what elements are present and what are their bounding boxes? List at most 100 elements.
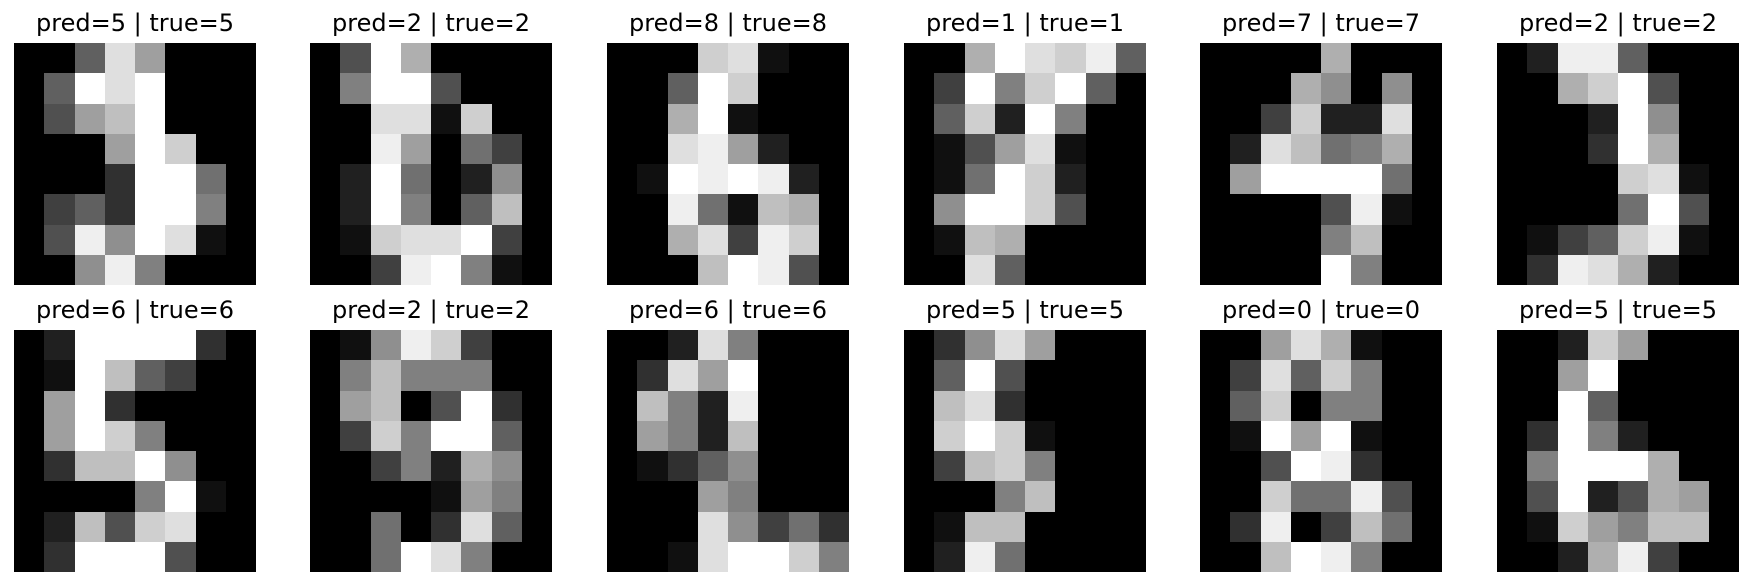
- pixel-cell: [165, 330, 196, 361]
- pixel-cell: [1708, 164, 1739, 195]
- pixel-cell: [135, 133, 166, 164]
- pixel-cell: [400, 390, 431, 421]
- pixel-cell: [225, 73, 256, 104]
- pixel-cell: [667, 541, 698, 572]
- pixel-cell: [1290, 254, 1321, 285]
- pixel-cell: [758, 133, 789, 164]
- pixel-cell: [521, 103, 552, 134]
- pixel-cell: [697, 541, 728, 572]
- pixel-cell: [1321, 360, 1352, 391]
- pixel-cell: [697, 451, 728, 482]
- pixel-cell: [1230, 390, 1261, 421]
- pixel-cell: [1618, 254, 1649, 285]
- pixel-cell: [904, 511, 935, 542]
- pixel-cell: [521, 451, 552, 482]
- pixel-cell: [667, 511, 698, 542]
- pixel-cell: [1025, 133, 1056, 164]
- pixel-cell: [1557, 133, 1588, 164]
- pixel-cell: [1411, 360, 1442, 391]
- pixel-cell: [135, 43, 166, 74]
- pixel-cell: [195, 43, 226, 74]
- digit-panel: pred=5 | true=5: [904, 295, 1146, 573]
- panel-title: pred=7 | true=7: [1222, 9, 1420, 37]
- pixel-cell: [370, 194, 401, 225]
- pixel-cell: [165, 481, 196, 512]
- pixel-cell: [195, 224, 226, 255]
- pixel-cell: [1527, 254, 1558, 285]
- pixel-cell: [1618, 73, 1649, 104]
- pixel-cell: [491, 360, 522, 391]
- pixel-cell: [165, 133, 196, 164]
- pixel-cell: [431, 451, 462, 482]
- digit-panel: pred=2 | true=2: [310, 295, 552, 573]
- pixel-cell: [225, 420, 256, 451]
- pixel-cell: [1230, 511, 1261, 542]
- digit-image: [1200, 43, 1442, 285]
- pixel-cell: [1708, 103, 1739, 134]
- pixel-cell: [1587, 511, 1618, 542]
- pixel-cell: [1557, 481, 1588, 512]
- pixel-cell: [1618, 194, 1649, 225]
- pixel-cell: [1025, 360, 1056, 391]
- pixel-cell: [400, 73, 431, 104]
- pixel-cell: [994, 254, 1025, 285]
- pixel-cell: [400, 133, 431, 164]
- pixel-cell: [607, 330, 638, 361]
- pixel-cell: [491, 541, 522, 572]
- pixel-cell: [1351, 73, 1382, 104]
- pixel-cell: [44, 511, 75, 542]
- pixel-cell: [14, 330, 45, 361]
- pixel-cell: [1200, 420, 1231, 451]
- pixel-cell: [165, 103, 196, 134]
- pixel-cell: [14, 390, 45, 421]
- pixel-cell: [788, 164, 819, 195]
- digit-panel: pred=6 | true=6: [607, 295, 849, 573]
- pixel-cell: [74, 224, 105, 255]
- pixel-cell: [1055, 511, 1086, 542]
- pixel-cell: [1200, 511, 1231, 542]
- pixel-cell: [1411, 164, 1442, 195]
- pixel-cell: [934, 511, 965, 542]
- pixel-cell: [491, 390, 522, 421]
- pixel-cell: [1497, 330, 1528, 361]
- pixel-cell: [370, 254, 401, 285]
- pixel-cell: [697, 73, 728, 104]
- pixel-cell: [1587, 43, 1618, 74]
- pixel-cell: [521, 254, 552, 285]
- pixel-cell: [788, 511, 819, 542]
- pixel-cell: [225, 194, 256, 225]
- panel-title: pred=6 | true=6: [36, 296, 234, 324]
- pixel-cell: [340, 164, 371, 195]
- pixel-cell: [994, 194, 1025, 225]
- pixel-cell: [1290, 43, 1321, 74]
- pixel-cell: [1411, 43, 1442, 74]
- pixel-cell: [1557, 164, 1588, 195]
- pixel-cell: [14, 73, 45, 104]
- pixel-cell: [667, 360, 698, 391]
- pixel-cell: [1708, 194, 1739, 225]
- pixel-cell: [1200, 73, 1231, 104]
- pixel-cell: [1085, 541, 1116, 572]
- pixel-cell: [14, 481, 45, 512]
- pixel-cell: [1587, 541, 1618, 572]
- pixel-cell: [788, 224, 819, 255]
- pixel-cell: [44, 73, 75, 104]
- pixel-cell: [400, 360, 431, 391]
- pixel-cell: [1527, 511, 1558, 542]
- pixel-cell: [104, 390, 135, 421]
- pixel-cell: [1678, 194, 1709, 225]
- pixel-cell: [431, 254, 462, 285]
- pixel-cell: [1678, 511, 1709, 542]
- pixel-cell: [818, 73, 849, 104]
- pixel-cell: [225, 224, 256, 255]
- pixel-cell: [461, 390, 492, 421]
- pixel-cell: [135, 194, 166, 225]
- pixel-cell: [370, 43, 401, 74]
- pixel-cell: [1708, 43, 1739, 74]
- pixel-cell: [1527, 224, 1558, 255]
- pixel-cell: [667, 254, 698, 285]
- pixel-cell: [1557, 511, 1588, 542]
- pixel-cell: [521, 390, 552, 421]
- pixel-cell: [431, 224, 462, 255]
- pixel-cell: [1411, 541, 1442, 572]
